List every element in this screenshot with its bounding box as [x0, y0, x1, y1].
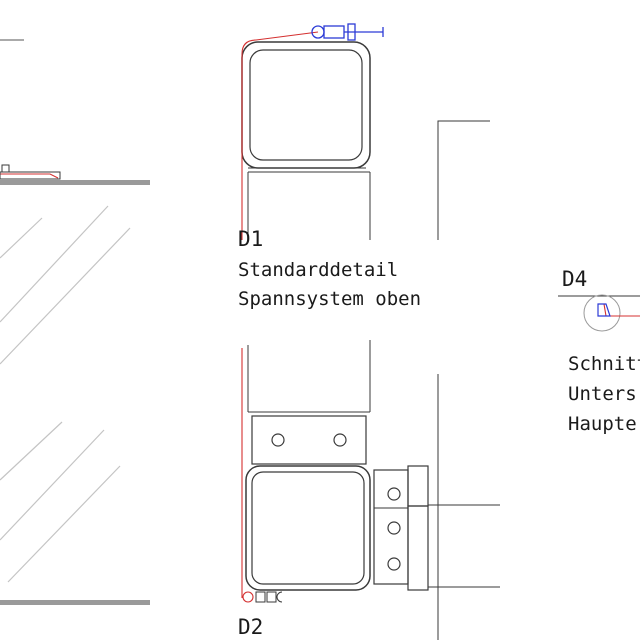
right-frame-lines [437, 120, 490, 640]
d4-section-detail: D4 Schnitt Unters Haupte [558, 267, 640, 435]
d2-end-cap-lower [407, 505, 429, 591]
left-beam-bottom [0, 600, 150, 605]
d4-desc-line1: Schnitt [568, 353, 640, 375]
left-clamp-plate [0, 171, 61, 180]
left-glass-detail [0, 39, 150, 605]
d4-clamp-profile [597, 303, 611, 317]
d2-membrane-end-loop [242, 591, 254, 603]
d2-square-tube-outer [245, 465, 371, 591]
d1-square-tube-outer [241, 41, 371, 169]
glass-hatch [0, 205, 131, 583]
d2-side-bracket-hole-2 [387, 521, 401, 535]
d2-end-cap [407, 465, 429, 507]
d4-label: D4 [562, 267, 587, 291]
d1-label: D1 [238, 227, 263, 251]
bolt-body [323, 25, 345, 39]
d2-side-bracket-hole-3 [387, 557, 401, 571]
d2-corner-detail: D2 [238, 340, 500, 639]
bolt-nut [347, 23, 356, 41]
d2-side-bracket [373, 469, 409, 585]
d4-desc-line2: Unters [568, 383, 637, 405]
d1-square-tube-inner [249, 49, 363, 161]
d2-top-bracket-hole-right [333, 433, 347, 447]
d2-clamp-rollers [255, 591, 283, 603]
d2-side-bracket-hole-1 [387, 487, 401, 501]
d1-tension-bolt [311, 23, 384, 41]
d2-label: D2 [238, 615, 263, 639]
right-frame-upper [437, 120, 490, 240]
d2-top-bracket [251, 415, 367, 465]
d4-detail-circle-icon [583, 294, 621, 332]
d1-membrane-line [241, 31, 319, 240]
left-membrane-line [0, 173, 59, 179]
left-beam-top [0, 180, 150, 185]
left-clamp-tab [1, 164, 10, 173]
d1-desc-line2: Spannsystem oben [238, 288, 421, 310]
d1-desc-line1: Standarddetail [238, 259, 398, 281]
d2-square-tube-inner [251, 471, 365, 585]
d1-tension-top-detail: D1 Standarddetail Spannsystem oben [238, 23, 421, 310]
d4-desc-line3: Haupte [568, 413, 637, 435]
d2-top-bracket-hole-left [271, 433, 285, 447]
